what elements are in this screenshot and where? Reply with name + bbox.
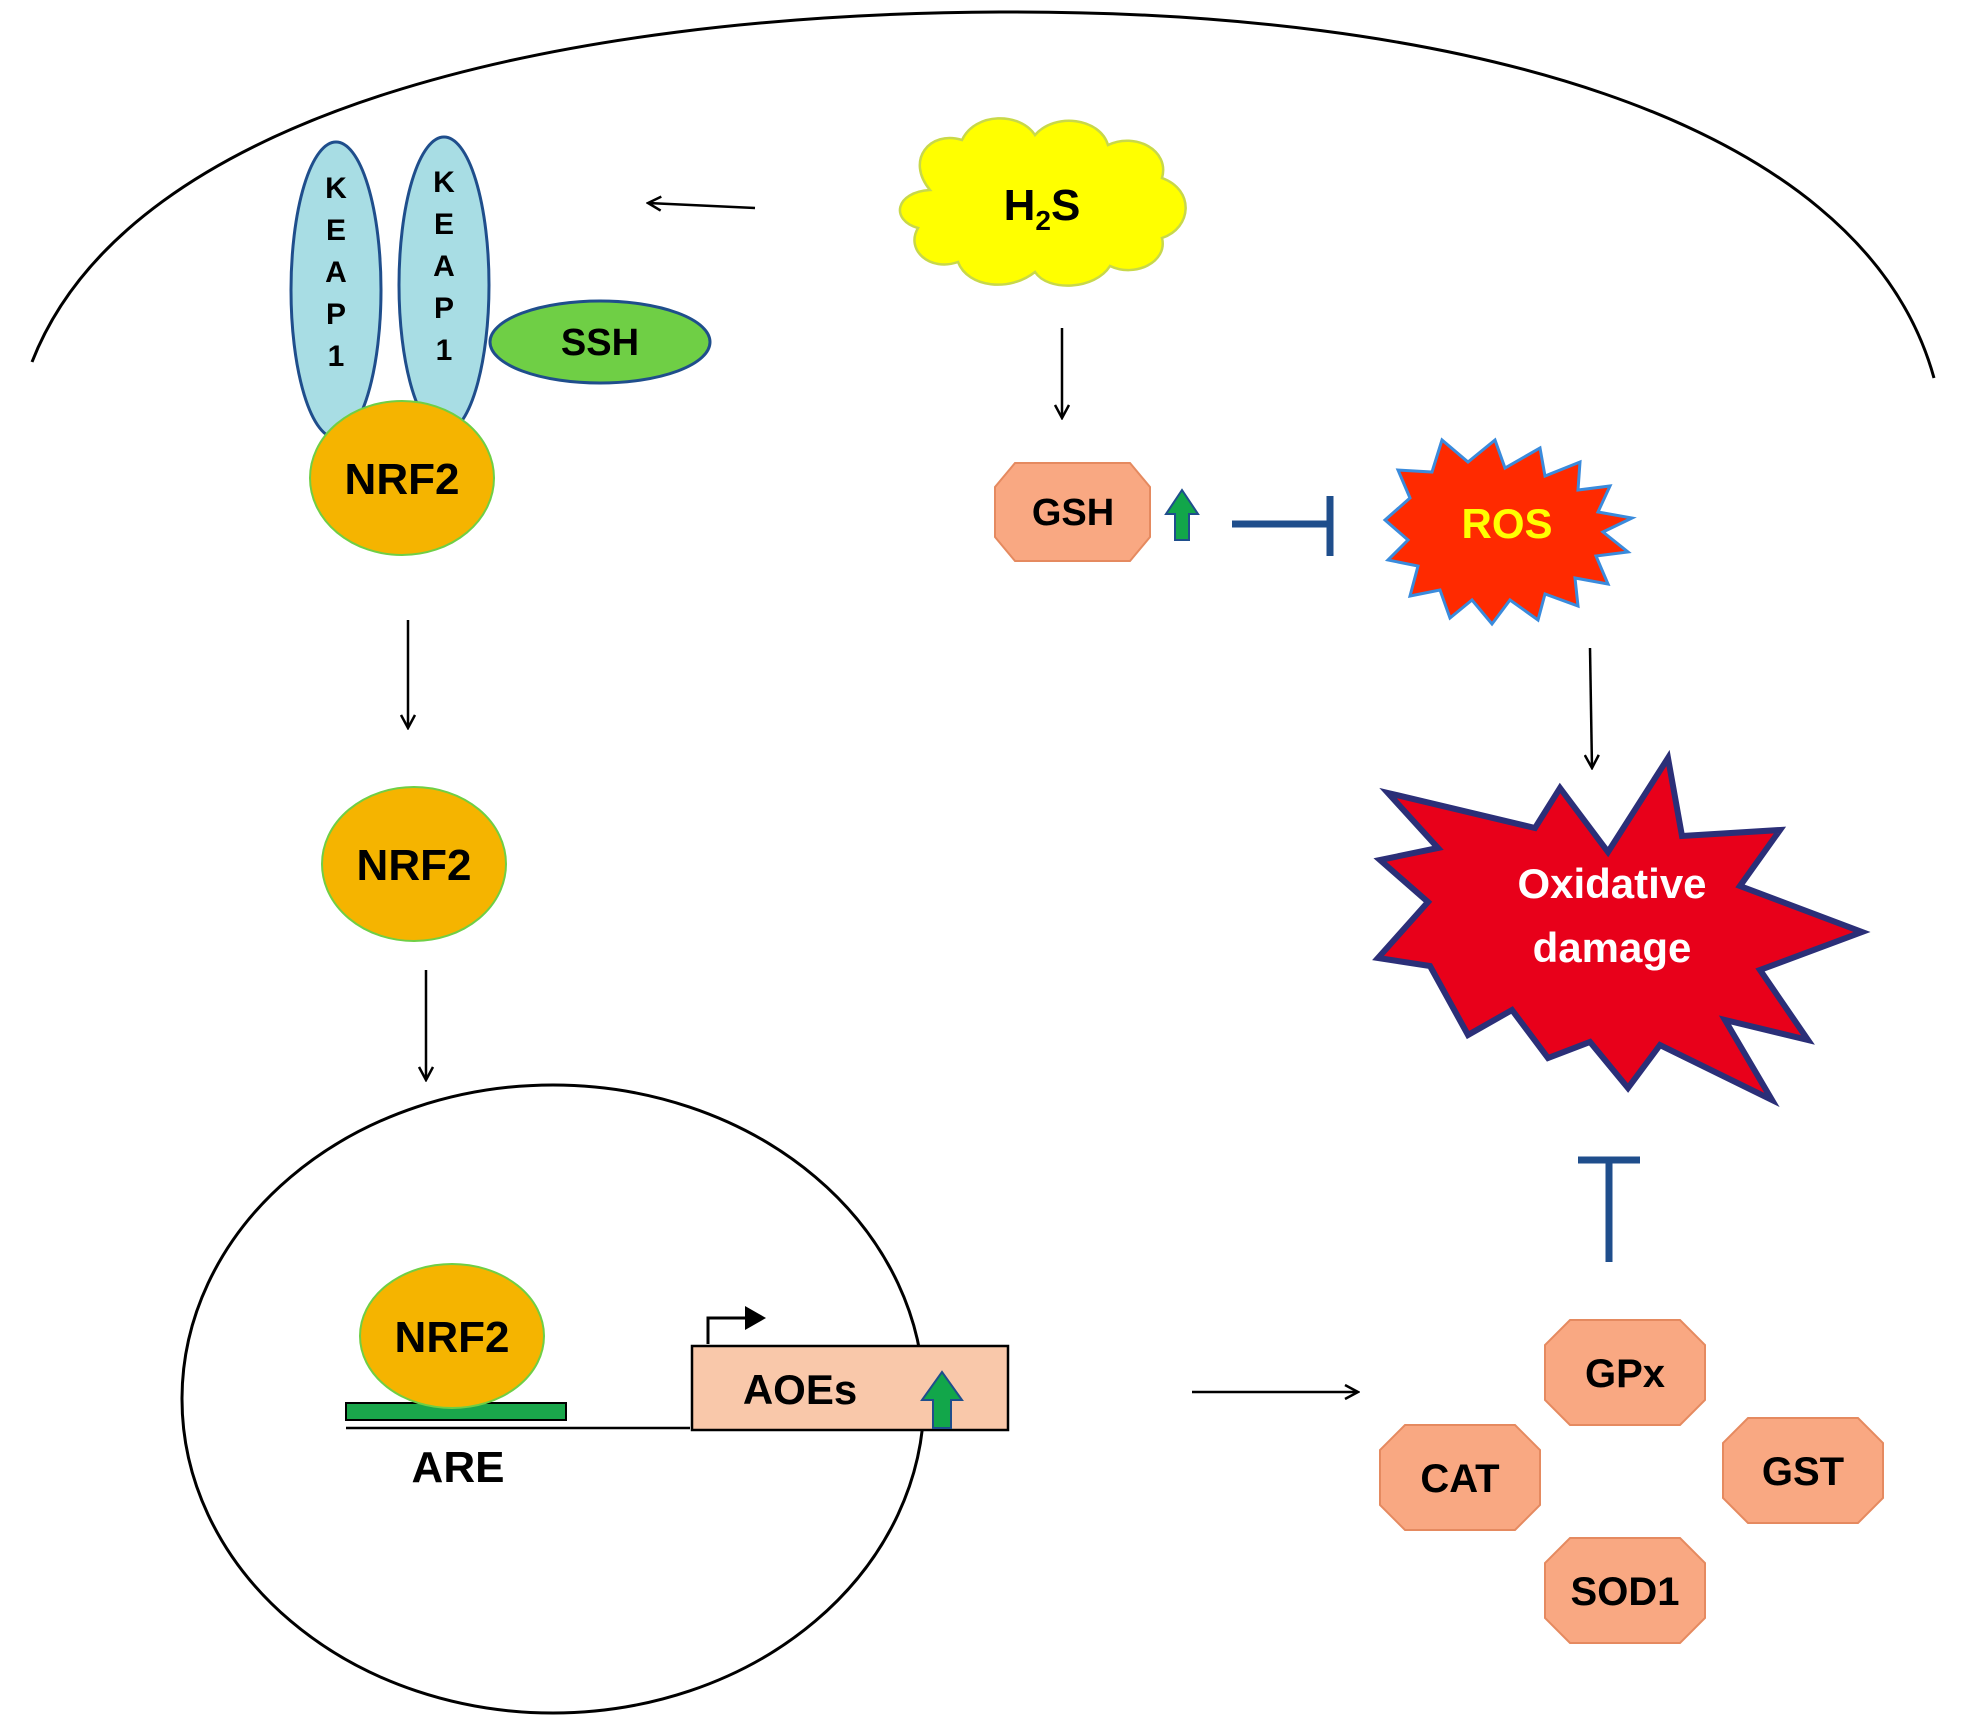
aoes-label: AOEs xyxy=(743,1366,857,1413)
damage-label-line2: damage xyxy=(1533,924,1692,971)
nrf2-bound: NRF2 xyxy=(309,400,495,556)
keap1-left-letter: P xyxy=(326,298,346,331)
h2s-label: H2S xyxy=(1004,181,1081,236)
damage-label-line1: Oxidative xyxy=(1517,860,1706,907)
cell-membrane xyxy=(30,10,1936,379)
aoes-gene-box: AOEs xyxy=(690,1344,1010,1432)
up-arrow-icon xyxy=(920,1370,964,1429)
ssh-label: SSH xyxy=(561,322,639,364)
enzyme-cat-label: CAT xyxy=(1420,1457,1499,1501)
enzyme-gst-label: GST xyxy=(1762,1450,1844,1494)
keap1-right: K E A P 1 xyxy=(397,135,491,435)
nrf2-free: NRF2 xyxy=(321,786,507,942)
ros-burst: ROS xyxy=(1382,437,1637,627)
are-label: ARE xyxy=(412,1443,505,1492)
keap1-right-letter: K xyxy=(433,166,455,199)
inhibition-bar-icon xyxy=(1232,496,1334,556)
keap1-left-letter: A xyxy=(325,256,347,289)
keap1-right-letter: E xyxy=(434,208,454,241)
keap1-left-letter: E xyxy=(326,214,346,247)
nrf2-nuclear: NRF2 xyxy=(359,1263,545,1409)
enzyme-gst: GST xyxy=(1722,1417,1884,1524)
enzyme-cat: CAT xyxy=(1379,1424,1541,1531)
nrf2-free-label: NRF2 xyxy=(357,841,472,890)
enzyme-sod1: SOD1 xyxy=(1544,1537,1706,1644)
keap1-left: K E A P 1 xyxy=(289,140,383,440)
nrf2-bound-label: NRF2 xyxy=(345,455,460,504)
keap1-right-letter: 1 xyxy=(436,334,453,367)
h2s-cloud: H2S xyxy=(898,117,1187,287)
ssh-node: SSH xyxy=(488,299,712,385)
gsh-node: GSH xyxy=(994,462,1151,562)
gsh-label: GSH xyxy=(1032,492,1114,534)
nrf2-nuclear-label: NRF2 xyxy=(395,1313,510,1362)
enzyme-sod1-label: SOD1 xyxy=(1571,1570,1680,1614)
keap1-left-letter: K xyxy=(325,172,347,205)
keap1-right-letter: P xyxy=(434,292,454,325)
keap1-left-letter: 1 xyxy=(328,340,345,373)
oxidative-damage-burst: Oxidative damage xyxy=(1372,749,1871,1108)
inhibition-bar-icon xyxy=(1578,1156,1640,1262)
arrow-h2s-to-keap1 xyxy=(648,203,756,208)
keap1-right-letter: A xyxy=(433,250,455,283)
arrow-ros-to-damage xyxy=(1590,647,1592,768)
tss-arrow-icon xyxy=(706,1306,766,1344)
enzyme-gpx: GPx xyxy=(1544,1319,1706,1426)
enzyme-gpx-label: GPx xyxy=(1585,1352,1665,1396)
ros-label: ROS xyxy=(1461,500,1552,547)
up-arrow-icon xyxy=(1164,488,1200,541)
